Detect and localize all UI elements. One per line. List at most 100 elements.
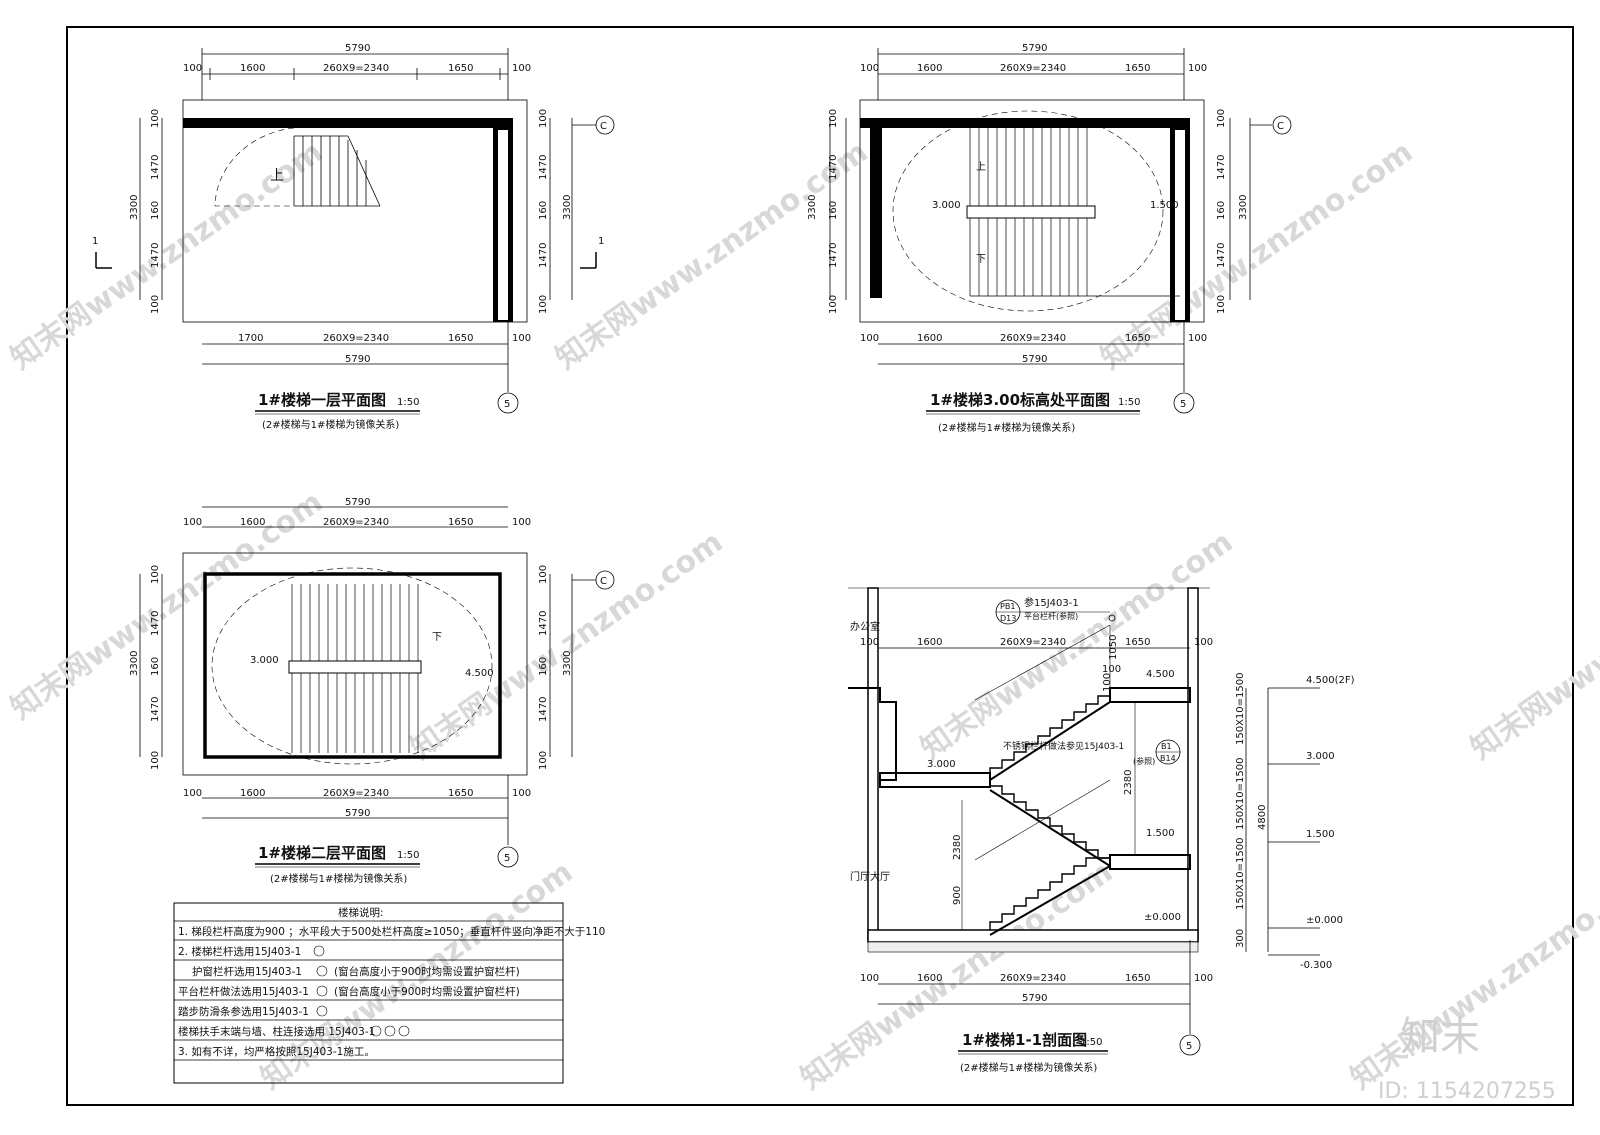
note-line-detail: (窗台高度小于900时均需设置护窗栏杆) xyxy=(334,985,520,998)
grid-bubble xyxy=(595,115,615,135)
grid-label: C xyxy=(600,121,607,132)
dim: 1470 xyxy=(828,155,839,180)
dim: 100 xyxy=(860,333,879,344)
level-mark: 4.500 xyxy=(465,668,494,679)
plan-subtitle: (2#楼梯与1#楼梯为镜像关系) xyxy=(938,421,1075,434)
dim: 160 xyxy=(1216,201,1227,220)
dim-total: 3300 xyxy=(562,195,573,220)
dim-total: 5790 xyxy=(1022,993,1047,1004)
dim: 1470 xyxy=(150,243,161,268)
plan-second-floor: 5790 100 1600 260X9=2340 1650 100 3.000 … xyxy=(129,497,615,885)
level-mark: 3.000 xyxy=(932,200,961,211)
room-label: 门厅大厅 xyxy=(850,870,890,883)
dim: 100 xyxy=(150,295,161,314)
brand-logo: 知末 xyxy=(1400,1014,1480,1060)
dim: 300 xyxy=(1235,929,1246,948)
ref-text: 不锈钢栏杆做法参见15J403-1 xyxy=(1003,740,1124,752)
dim: 100 xyxy=(538,751,549,770)
dim: 900 xyxy=(952,886,963,905)
up-label: 上 xyxy=(976,161,986,173)
level-mark: 1.500 xyxy=(1150,200,1179,211)
level-mark: 3.000 xyxy=(927,759,956,770)
up-label: 上 xyxy=(270,168,284,184)
dim: 100 xyxy=(150,109,161,128)
down-label: 下 xyxy=(976,254,986,265)
grid-label: 5 xyxy=(1180,399,1186,410)
plan-scale: 1:50 xyxy=(397,397,419,408)
grid-label: C xyxy=(600,576,607,587)
ref-text: 参15J403-1 xyxy=(1024,596,1079,609)
dim: 100 xyxy=(150,565,161,584)
dim-total: 5790 xyxy=(1022,43,1047,54)
plan-title: 1#楼梯二层平面图 xyxy=(258,844,386,862)
dim: 100 xyxy=(1102,664,1121,675)
dim: 100 xyxy=(512,63,531,74)
dim: 1600 xyxy=(917,637,942,648)
dim-total: 3300 xyxy=(562,651,573,676)
section-mark: 1 xyxy=(598,236,604,247)
plan-subtitle: (2#楼梯与1#楼梯为镜像关系) xyxy=(270,872,407,885)
dim: 100 xyxy=(512,333,531,344)
note-line: 踏步防滑条参选用15J403-1 xyxy=(178,1005,309,1018)
dim: 100 xyxy=(1102,673,1113,692)
dim: 1470 xyxy=(150,155,161,180)
dim: 1600 xyxy=(240,63,265,74)
ref-text: 平台栏杆(参照) xyxy=(1024,611,1078,621)
dim: 1470 xyxy=(538,611,549,636)
dim: 100 xyxy=(828,109,839,128)
level-mark: 4.500 xyxy=(1146,669,1175,680)
ref-text: (参照) xyxy=(1133,756,1155,766)
watermark-text: 知末网www.znzmo.com xyxy=(5,485,330,727)
note-line: 2. 楼梯栏杆选用15J403-1 xyxy=(178,945,301,958)
dim: 160 xyxy=(538,657,549,676)
dim: 150X10=1500 xyxy=(1235,758,1246,831)
dim: 100 xyxy=(538,565,549,584)
note-line: 平台栏杆做法选用15J403-1 xyxy=(178,985,309,998)
plan-subtitle: (2#楼梯与1#楼梯为镜像关系) xyxy=(960,1061,1097,1074)
dim-total: 5790 xyxy=(345,808,370,819)
plan-title: 1#楼梯一层平面图 xyxy=(258,391,386,409)
dim: 100 xyxy=(860,637,879,648)
dim: 160 xyxy=(150,657,161,676)
dim-total: 5790 xyxy=(345,497,370,508)
dim: 1650 xyxy=(448,63,473,74)
id-label: ID: 1154207255 xyxy=(1378,1079,1556,1104)
dim: 260X9=2340 xyxy=(1000,333,1066,344)
dim: 1470 xyxy=(828,243,839,268)
dim: 100 xyxy=(1216,295,1227,314)
dim: 1470 xyxy=(150,697,161,722)
dim: 1650 xyxy=(1125,63,1150,74)
dim: 260X9=2340 xyxy=(323,517,389,528)
down-label: 下 xyxy=(432,632,442,643)
note-line: 3. 如有不详，均严格按照15J403-1施工。 xyxy=(178,1045,375,1058)
dim: 160 xyxy=(150,201,161,220)
dim: 100 xyxy=(828,295,839,314)
dim: 100 xyxy=(860,973,879,984)
level-mark: ±0.000 xyxy=(1306,915,1343,926)
watermark-text: 知末网www.znzmo.com xyxy=(550,135,875,377)
dim-total: 5790 xyxy=(345,43,370,54)
section-mark: 1 xyxy=(92,236,98,247)
dim: 1650 xyxy=(1125,333,1150,344)
dim: 100 xyxy=(1194,637,1213,648)
ref-code: B14 xyxy=(1160,754,1176,763)
dim: 1650 xyxy=(448,788,473,799)
note-line: 楼梯扶手末端与墙、柱连接选用 15J403-1 xyxy=(178,1025,375,1038)
stair-section-1-1: 100 1600 260X9=2340 1650 100 办公室 门厅大厅 PB… xyxy=(848,587,1355,1074)
plan-scale: 1:50 xyxy=(397,850,419,861)
dim: 150X10=1500 xyxy=(1235,838,1246,911)
plan-scale: 1:50 xyxy=(1080,1037,1102,1048)
watermark-text: 知末网www.znzmo.com xyxy=(915,525,1240,767)
grid-label: 5 xyxy=(1186,1041,1192,1052)
level-mark: 3.000 xyxy=(250,655,279,666)
note-line-detail: (窗台高度小于900时均需设置护窗栏杆) xyxy=(334,965,520,978)
dim: 1600 xyxy=(240,517,265,528)
dim: 100 xyxy=(183,517,202,528)
stair-treads xyxy=(293,135,381,207)
dim: 1600 xyxy=(917,63,942,74)
dim: 260X9=2340 xyxy=(1000,637,1066,648)
level-mark: 3.000 xyxy=(1306,751,1335,762)
dim-total: 5790 xyxy=(345,354,370,365)
